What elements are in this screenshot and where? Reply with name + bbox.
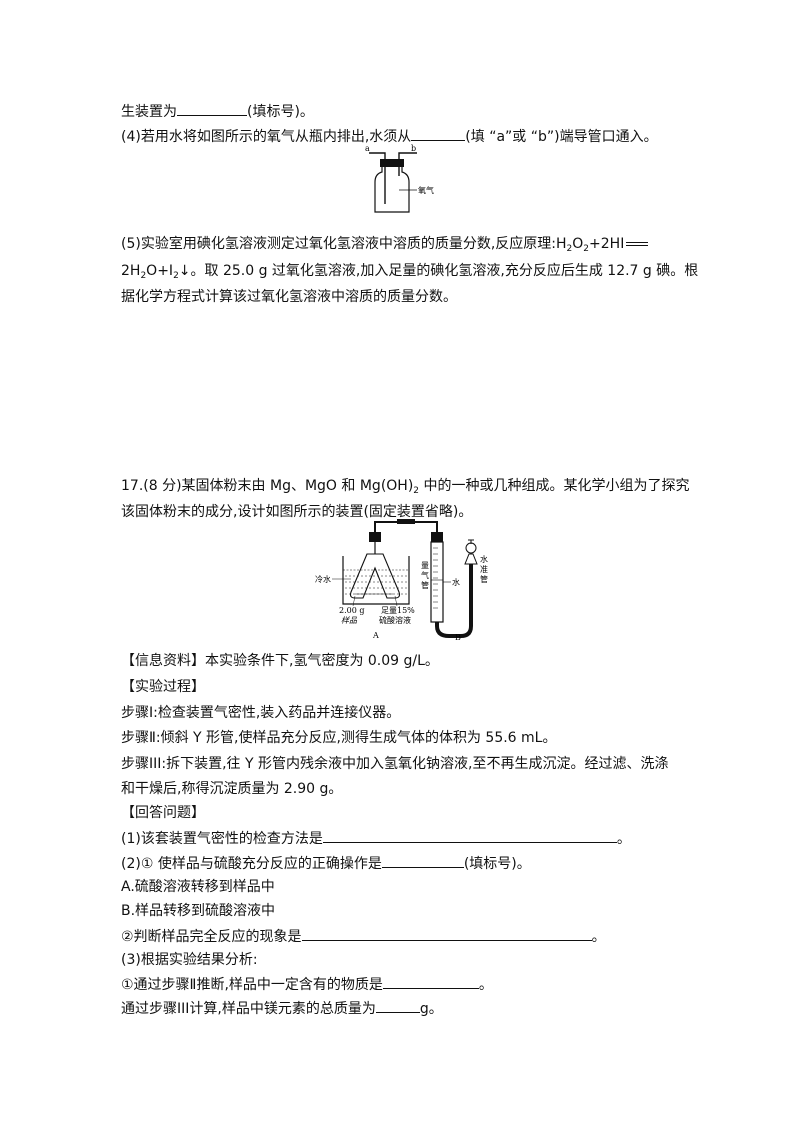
q16-part4: (4)若用水将如图所示的氧气从瓶内排出,水须从 (填 “a”或 “b”)端导管口通… (121, 126, 658, 147)
text: 通过步骤III计算,样品中镁元素的总质量为 (121, 1001, 376, 1017)
q17-info: 【信息资料】本实验条件下,氢气密度为 0.09 g/L。 (121, 653, 439, 669)
q17-step3-line2: 和干燥后,称得沉淀质量为 2.90 g。 (121, 781, 343, 797)
label-acid-2: 硫酸溶液 (379, 615, 411, 625)
q17-line1: 17.(8 分)某固体粉末由 Mg、MgO 和 Mg(OH)2 中的一种或几种组… (121, 476, 689, 496)
apparatus-diagram: 冷水 2.00 g 样品 足量15% 硫酸溶液 A 量 气 管 水 水 准 管 … (315, 519, 488, 642)
q17-answer-2: (2)① 使样品与硫酸充分反应的正确操作是 (填标号)。 (121, 853, 531, 874)
answer-blank (375, 998, 420, 1013)
label-sample-mass: 2.00 g (339, 606, 364, 615)
answer-blank (322, 828, 617, 843)
subscript: 2 (173, 271, 179, 281)
q16-line-device: 生装置为 (填标号)。 (121, 101, 314, 122)
answer-blank (381, 853, 464, 868)
q17-answer-3a: ①通过步骤Ⅱ推断,样品中一定含有的物质是 。 (121, 974, 493, 995)
label-water: 水 (452, 577, 460, 587)
answer-blank (301, 926, 592, 941)
q17-line2: 该固体粉末的成分,设计如图所示的装置(固定装置省略)。 (121, 504, 473, 520)
q17-step3-line1: 步骤III:拆下装置,往 Y 形管内残余液中加入氢氧化钠溶液,至不再生成沉淀。经… (121, 756, 669, 772)
text: ↓。取 25.0 g 过氧化氢溶液,加入足量的碘化氢溶液,充分反应后生成 12.… (178, 263, 699, 279)
label-cold-water: 冷水 (315, 574, 331, 584)
q17-option-a: A.硫酸溶液转移到样品中 (121, 879, 275, 895)
subscript: 2 (566, 244, 573, 254)
text: 。 (616, 831, 631, 847)
text: 生装置为 (121, 104, 177, 120)
subscript: 2 (583, 244, 590, 254)
text: (5)实验室用碘化氢溶液测定过氧化氢溶液中溶质的质量分数,反应原理:H (121, 236, 567, 252)
q17-answer-2b: ②判断样品完全反应的现象是 。 (121, 926, 606, 947)
label-A: A (372, 631, 379, 640)
text: 2H (121, 263, 141, 279)
text: O (572, 236, 584, 252)
text: (填标号)。 (463, 856, 531, 872)
text: O+I (146, 263, 174, 279)
q16-part5-line2: 2H2O+I2↓。取 25.0 g 过氧化氢溶液,加入足量的碘化氢溶液,充分反应… (121, 261, 698, 281)
label-level-1: 水 (480, 554, 488, 564)
gas-bottle-diagram: a b 氧气 (365, 144, 434, 213)
q16-part5-line1: (5)实验室用碘化氢溶液测定过氧化氢溶液中溶质的质量分数,反应原理:H2O2+2… (121, 234, 650, 254)
label-level-3: 管 (480, 574, 488, 584)
q17-option-b: B.样品转移到硫酸溶液中 (121, 903, 276, 919)
label-a: a (365, 144, 370, 153)
text: ②判断样品完全反应的现象是 (121, 929, 302, 945)
answer-blank (411, 126, 466, 141)
q17-answer-3: (3)根据实验结果分析: (121, 952, 258, 968)
q17-answer-1: (1)该套装置气密性的检查方法是 。 (121, 828, 631, 849)
label-acid-1: 足量15% (381, 606, 415, 615)
subscript: 2 (140, 271, 147, 281)
label-B: B (455, 633, 461, 642)
text: (1)该套装置气密性的检查方法是 (121, 831, 323, 847)
q16-part5-line3: 据化学方程式计算该过氧化氢溶液中溶质的质量分数。 (121, 289, 457, 305)
text: (2)① 使样品与硫酸充分反应的正确操作是 (121, 856, 382, 872)
label-b: b (411, 144, 416, 153)
text: (4)若用水将如图所示的氧气从瓶内排出,水须从 (121, 129, 412, 145)
reaction-equals-sign (626, 242, 649, 246)
text: +2HI (589, 236, 625, 252)
q17-step1: 步骤Ⅰ:检查装置气密性,装入药品并连接仪器。 (121, 705, 401, 721)
q17-answer-3b: 通过步骤III计算,样品中镁元素的总质量为 g。 (121, 998, 443, 1019)
label-sample: 样品 (341, 616, 358, 625)
text: (填标号)。 (247, 104, 314, 120)
text: 。 (591, 929, 606, 945)
answer-blank (177, 101, 247, 116)
text: 。 (478, 977, 493, 993)
label-tube-2: 气 (421, 570, 429, 580)
subscript: 2 (413, 486, 420, 496)
q17-process-heading: 【实验过程】 (121, 679, 205, 695)
text: g。 (419, 1001, 443, 1017)
answer-blank (382, 974, 479, 989)
text: (填 “a”或 “b”)端导管口通入。 (465, 129, 658, 145)
label-tube-1: 量 (421, 561, 429, 570)
text: 中的一种或几种组成。某化学小组为了探究 (419, 478, 690, 494)
label-oxygen: 氧气 (418, 185, 434, 195)
label-level-2: 准 (480, 564, 488, 574)
q17-step2: 步骤Ⅱ:倾斜 Y 形管,使样品充分反应,测得生成气体的体积为 55.6 mL。 (121, 730, 557, 746)
text: ①通过步骤Ⅱ推断,样品中一定含有的物质是 (121, 977, 383, 993)
text: 17.(8 分)某固体粉末由 Mg、MgO 和 Mg(OH) (121, 478, 414, 494)
q17-answer-heading: 【回答问题】 (121, 805, 205, 821)
label-tube-3: 管 (421, 580, 429, 590)
